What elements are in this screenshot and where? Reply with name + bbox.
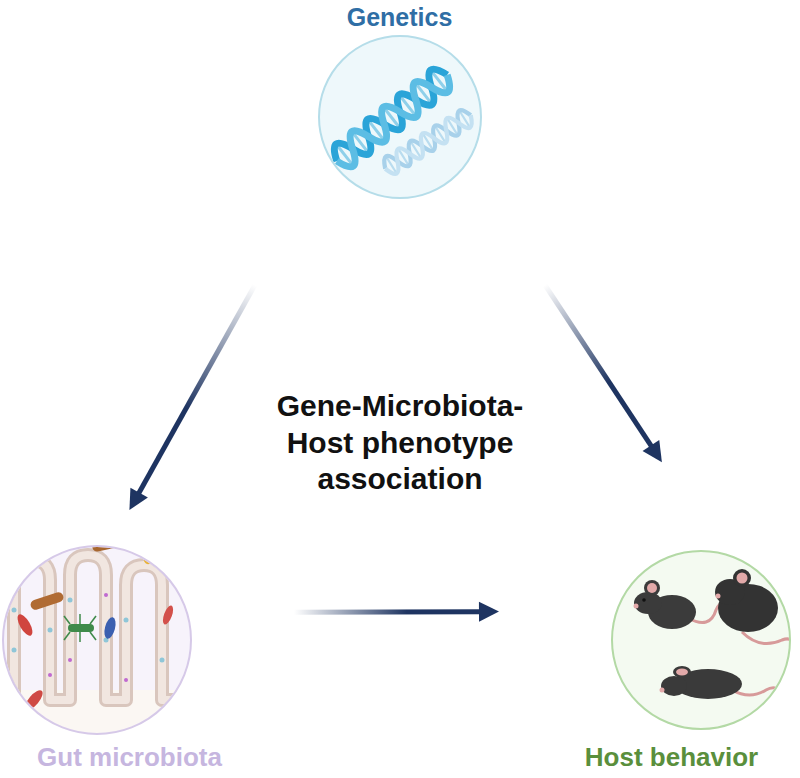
mice bbox=[634, 569, 797, 699]
circle-node: Gut microbiota bbox=[2, 545, 192, 735]
arrow-connector bbox=[129, 285, 255, 510]
node-heading: Gut microbiota bbox=[37, 743, 222, 773]
circle-node: Genetics bbox=[318, 35, 482, 199]
arrow-connector bbox=[294, 602, 499, 622]
arrowhead bbox=[129, 488, 147, 510]
center-title: Gene-Microbiota-Host phenotype associati… bbox=[245, 388, 555, 498]
connector-line bbox=[138, 285, 255, 494]
node-heading: Host behavior bbox=[585, 743, 758, 773]
gut-villi bbox=[0, 537, 200, 750]
arrowhead bbox=[479, 602, 499, 622]
dna-pale bbox=[380, 107, 476, 178]
circle-fill bbox=[612, 551, 790, 729]
circle-node: Host behavior bbox=[611, 550, 791, 730]
arrow-connector bbox=[545, 285, 662, 462]
node-heading: Genetics bbox=[347, 3, 453, 32]
dna-bright bbox=[328, 64, 456, 172]
connector-line bbox=[294, 609, 481, 615]
circle-fill bbox=[319, 36, 481, 198]
connector-line bbox=[545, 285, 652, 447]
arrowhead bbox=[643, 440, 662, 462]
